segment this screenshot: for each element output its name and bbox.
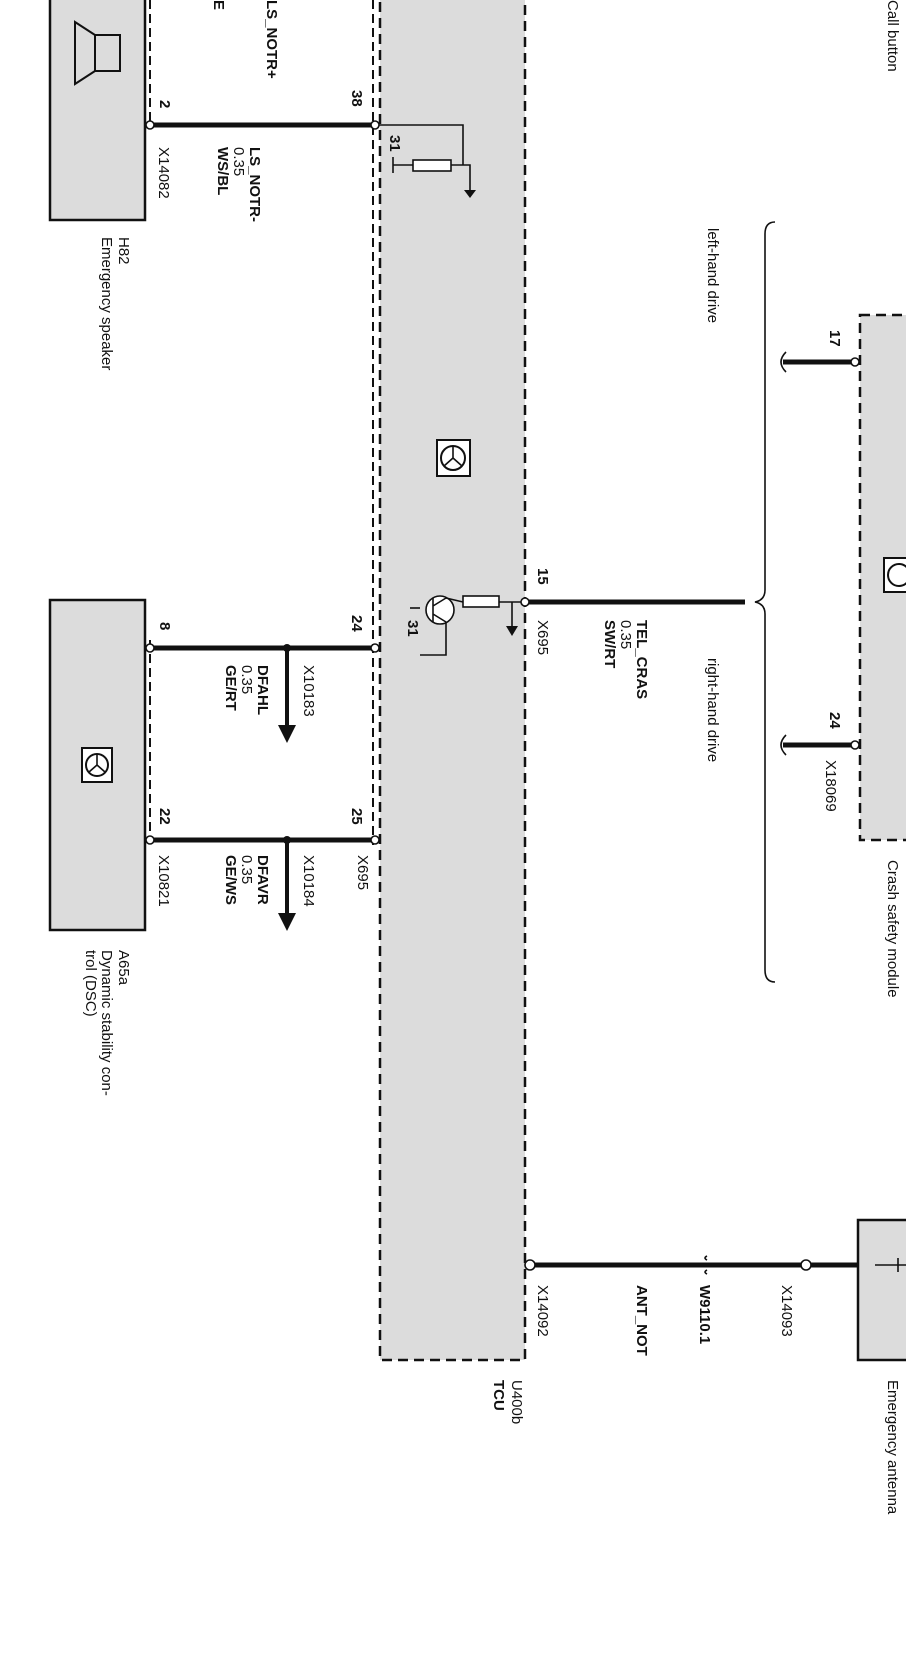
connector-x18069: X18069: [822, 760, 839, 812]
tcu-module-box: [378, 0, 527, 1362]
connector-x695-b: X695: [354, 855, 371, 890]
right-hand-drive-label: right-hand drive: [704, 658, 721, 762]
wire-size-tel-cras: 0.35: [617, 620, 634, 649]
call-button-label: Call button: [884, 0, 901, 72]
pin-8: 8: [156, 622, 173, 630]
pin-2: 2: [156, 100, 173, 108]
connector-x14082: X14082: [155, 147, 172, 199]
wire-color-ls-notr-neg: WS/BL: [214, 147, 231, 195]
wire-color-tel-cras: SW/RT: [601, 620, 618, 668]
connector-x14092: X14092: [534, 1285, 551, 1337]
pin-24-b: 24: [826, 712, 843, 729]
emergency-antenna-label: Emergency antenna: [884, 1380, 901, 1515]
pin-38: 38: [348, 90, 365, 107]
wire-lhd: [780, 351, 860, 373]
connector-x10184: X10184: [300, 855, 317, 907]
emergency-speaker-box: [48, 0, 147, 222]
drive-brace: [754, 221, 776, 983]
dsc-name-line2: trol (DSC): [82, 950, 99, 1017]
crash-safety-module-label: Crash safety module: [884, 860, 901, 998]
wire-label-ant-not: ANT_NOT: [633, 1285, 650, 1356]
wire-size-dfahl: 0.35: [238, 665, 255, 694]
pin-22: 22: [156, 808, 173, 825]
tcu-module-icon: [436, 439, 471, 477]
dsc-module-icon: [81, 747, 113, 783]
wire-size-dfavr: 0.35: [238, 855, 255, 884]
wire-label-dfahl: DFAHL: [254, 665, 271, 715]
connector-w9110: W9110.1: [696, 1285, 713, 1344]
speaker-icon: [74, 20, 121, 86]
tcu-id: U400b: [508, 1380, 525, 1424]
tcu-internal-resistor-31a: [375, 124, 476, 198]
dsc-id: A65a: [115, 950, 132, 986]
connector-x695-a: X695: [534, 620, 551, 655]
wire-color-dfahl: GE/RT: [222, 665, 239, 711]
wire-label-ls-notr-neg: LS_NOTR-: [246, 147, 263, 222]
w9110-bracket-icon: [704, 1255, 708, 1275]
antenna-icon: [875, 1258, 906, 1272]
tcu-name: TCU: [490, 1380, 507, 1411]
pin-17: 17: [826, 330, 843, 347]
pin-25: 25: [348, 808, 365, 825]
emergency-antenna-box: [856, 1218, 906, 1362]
left-hand-drive-label: left-hand drive: [704, 228, 721, 323]
pin-15: 15: [534, 568, 551, 585]
wire-rhd: [780, 734, 860, 756]
wire-color-dfavr: GE/WS: [222, 855, 239, 905]
tcu-internal-transistor: [410, 595, 530, 656]
arrow-dfahl: [278, 644, 296, 743]
pin-terminals: [145, 120, 812, 1271]
dsc-name-line1: Dynamic stability con-: [98, 950, 115, 1096]
wire-label-ls-notr-pos: LS_NOTR+: [263, 0, 280, 79]
pin-31-a: 31: [386, 135, 403, 152]
connector-x14093: X14093: [778, 1285, 795, 1337]
connector-x10183: X10183: [300, 665, 317, 717]
wire-label-dfavr: DFAVR: [254, 855, 271, 905]
wire-size-ls-notr-neg: 0.35: [230, 147, 247, 176]
speaker-id: H82: [115, 237, 132, 265]
connector-x10821: X10821: [155, 855, 172, 907]
wire-label-e: E: [210, 0, 227, 10]
arrow-dfavr: [278, 836, 296, 931]
speaker-name: Emergency speaker: [98, 237, 115, 370]
pin-24-a: 24: [348, 615, 365, 632]
pin-31-b: 31: [404, 620, 421, 637]
crash-module-icon: [883, 557, 906, 593]
wire-label-tel-cras: TEL_CRAS: [633, 620, 650, 699]
